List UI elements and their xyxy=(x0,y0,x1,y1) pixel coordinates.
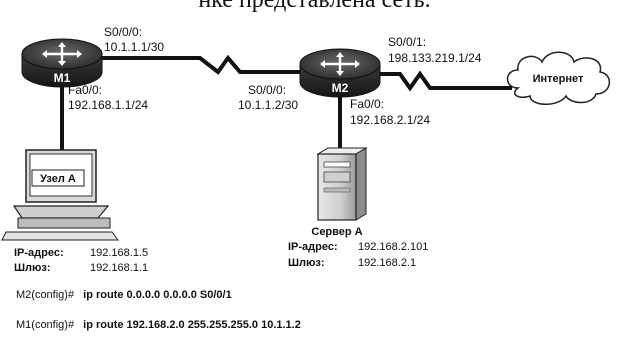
host-ip-value: 192.168.1.5 xyxy=(90,247,148,259)
router-m2-label: M2 xyxy=(332,81,349,95)
m1-fa-ip-label: 192.168.1.1/24 xyxy=(68,98,148,112)
host-screen-label: Узел А xyxy=(40,173,76,185)
m2-serial-left-ip-label: 10.1.1.2/30 xyxy=(238,98,298,112)
m1-fa-port-label: Fa0/0: xyxy=(68,83,102,97)
server-gateway-label: Шлюз: xyxy=(288,257,325,269)
server-ip-label: IP-адрес: xyxy=(288,241,338,253)
m1-serial-port-label: S0/0/0: xyxy=(104,25,142,39)
command-line-1: M2(config)# ip route 0.0.0.0 0.0.0.0 S0/… xyxy=(16,289,232,301)
server-ip-value: 192.168.2.101 xyxy=(358,241,428,253)
command-1-prompt: M2(config)# xyxy=(16,289,75,301)
m1-serial-ip-label: 10.1.1.1/30 xyxy=(104,40,164,54)
host-gateway-label: Шлюз: xyxy=(14,262,51,274)
command-line-2: M1(config)# ip route 192.168.2.0 255.255… xyxy=(16,319,301,331)
host-gateway-value: 192.168.1.1 xyxy=(90,262,148,274)
serial-link-m1-m2 xyxy=(80,54,305,75)
m2-serial-right-ip-label: 198.133.219.1/24 xyxy=(388,51,482,65)
command-2-text: ip route 192.168.2.0 255.255.255.0 10.1.… xyxy=(83,319,301,331)
command-2-prompt: M1(config)# xyxy=(16,319,75,331)
server-name-label: Сервер А xyxy=(311,226,362,238)
router-m1-label: M1 xyxy=(54,71,71,85)
server-icon xyxy=(316,147,368,221)
m2-fa-ip-label: 192.168.2.1/24 xyxy=(350,113,430,127)
internet-label: Интернет xyxy=(533,73,584,85)
command-1-text: ip route 0.0.0.0 0.0.0.0 S0/0/1 xyxy=(83,289,232,301)
serial-link-m2-internet xyxy=(370,70,512,92)
host-ip-label: IP-адрес: xyxy=(14,247,64,259)
router-m2-icon: M2 xyxy=(299,48,381,98)
pc-host-icon: Узел А xyxy=(1,149,119,241)
router-m1-icon: M1 xyxy=(21,38,103,88)
m2-serial-right-port-label: S0/0/1: xyxy=(388,35,426,49)
internet-cloud-icon: Интернет xyxy=(506,51,610,105)
server-gateway-value: 192.168.2.1 xyxy=(358,257,416,269)
m2-fa-port-label: Fa0/0: xyxy=(350,97,384,111)
m2-serial-left-port-label: S0/0/0: xyxy=(248,83,286,97)
header-text-cutoff: нке представлена сеть. xyxy=(198,0,431,13)
